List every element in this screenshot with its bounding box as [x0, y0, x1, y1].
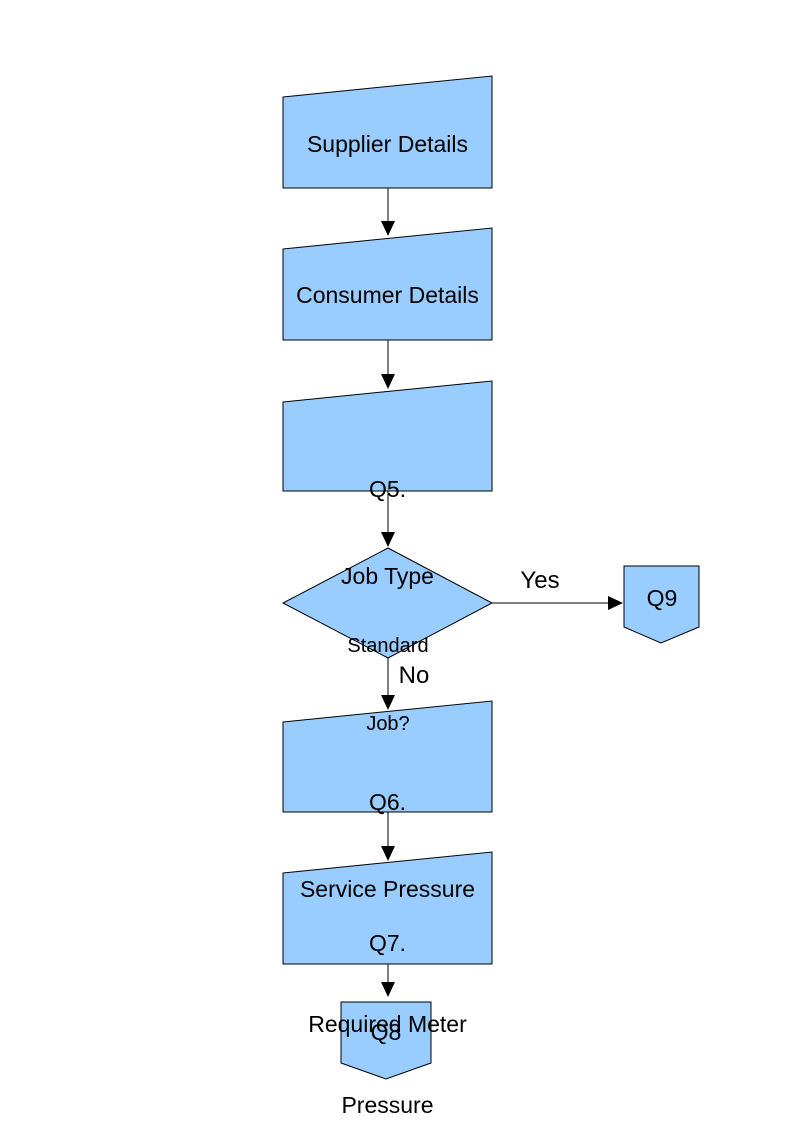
q7-required-meter-pressure-label: Q7. Required Meter Pressure	[283, 876, 492, 1123]
arrowhead-decision-no-to-q6	[381, 695, 395, 710]
no-edge-label: No	[398, 662, 430, 689]
q7-line3: Pressure	[341, 1092, 434, 1118]
q6-line1: Q6.	[368, 789, 407, 815]
q5-job-type-shape	[282, 380, 493, 492]
yes-edge-label: Yes	[520, 567, 560, 594]
q6-service-pressure-label: Q6. Service Pressure	[283, 730, 492, 962]
decision-line2: Job?	[366, 713, 410, 735]
q9-offpage-connector-shape	[623, 565, 700, 644]
q6-service-pressure-shape	[282, 700, 493, 813]
supplier-details-shape	[282, 75, 493, 189]
q7-required-meter-pressure-shape	[282, 851, 493, 965]
q6-line2: Service Pressure	[299, 876, 476, 902]
arrowhead-q6-to-q7	[381, 846, 395, 861]
consumer-details-shape	[282, 227, 493, 341]
arrowhead-q7-to-q8	[381, 982, 395, 997]
arrowhead-q5-to-decision	[381, 532, 395, 547]
arrowhead-decision-yes-to-q9	[608, 596, 623, 610]
q5-line2: Job Type	[341, 563, 434, 589]
node-shapes	[281, 75, 700, 1080]
consumer-details-label: Consumer Details	[296, 282, 479, 308]
q9-connector-label: Q9	[646, 585, 678, 611]
decision-line1: Standard	[347, 635, 429, 657]
q5-line1: Q5.	[368, 476, 407, 502]
standard-job-decision-label: Standard Job?	[303, 581, 473, 789]
q8-connector-label: Q8	[370, 1019, 402, 1045]
arrowhead-consumer-to-q5	[381, 374, 395, 389]
arrowhead-supplier-to-consumer	[381, 221, 395, 236]
q7-line2: Required Meter	[308, 1011, 467, 1037]
connectors	[381, 188, 623, 997]
q7-line1: Q7.	[368, 930, 407, 956]
supplier-details-label: Supplier Details	[306, 131, 469, 157]
q8-offpage-connector-shape	[340, 1001, 432, 1080]
standard-job-decision-shape	[281, 547, 494, 659]
q5-job-type-label: Q5. Job Type	[283, 417, 492, 649]
